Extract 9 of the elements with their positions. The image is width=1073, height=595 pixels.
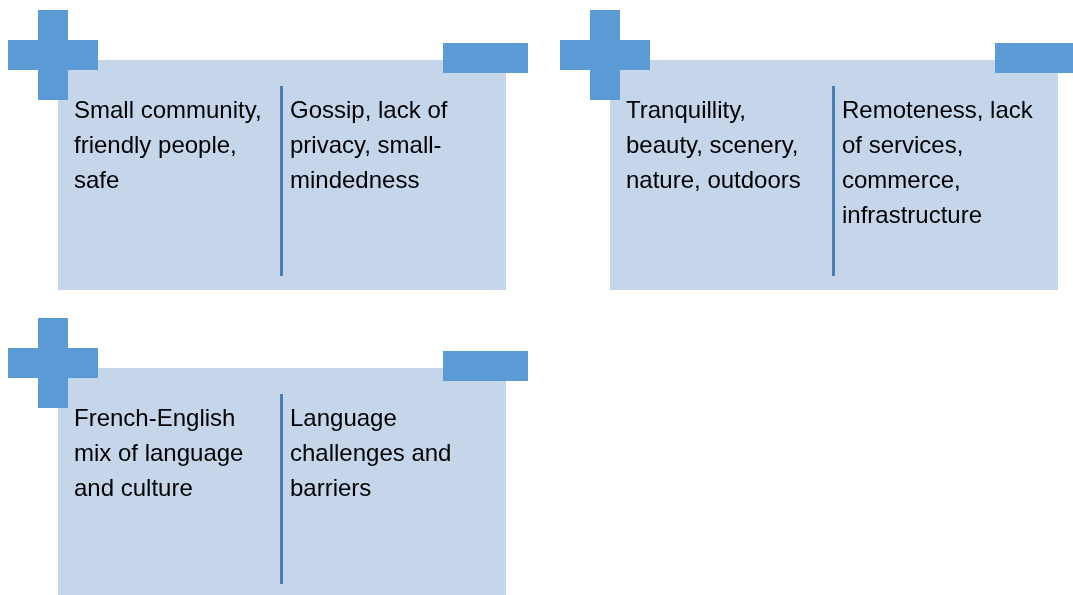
comparison-panel	[610, 60, 1058, 290]
comparison-panel	[58, 60, 506, 290]
disadvantages-text: Language challenges and barriers	[290, 403, 453, 503]
comparison-panel	[58, 368, 506, 595]
advantages-text: French-English mix of language and culture	[74, 403, 245, 503]
advantages-text: Small community, friendly people, safe	[74, 95, 263, 195]
disadvantages-text: Gossip, lack of privacy, small-mindedness	[290, 95, 449, 195]
advantages-text: Tranquillity, beauty, scenery, nature, outdoors	[626, 95, 802, 195]
disadvantages-text: Remoteness, lack of services, commerce, infrastructure	[842, 95, 1034, 230]
